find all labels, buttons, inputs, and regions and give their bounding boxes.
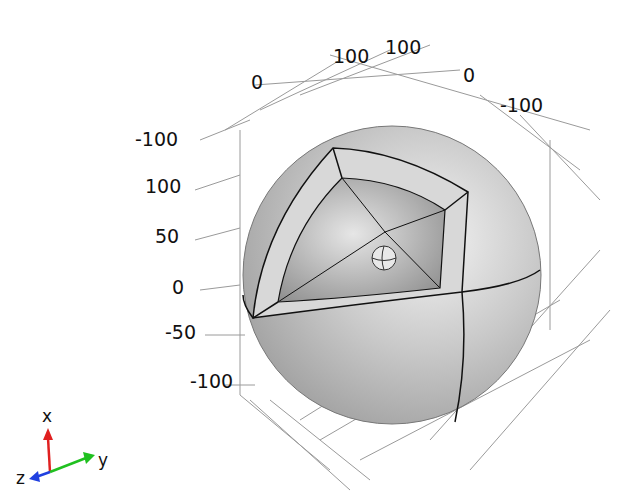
sphere-model xyxy=(243,126,541,424)
tick-label: 100 xyxy=(385,38,421,57)
grid-lines xyxy=(195,45,610,490)
axis-label: x xyxy=(42,408,52,425)
tick-label: -100 xyxy=(500,96,543,115)
axis-label: y xyxy=(98,452,108,469)
axis-triad xyxy=(29,428,95,482)
tick-label: 100 xyxy=(145,177,181,196)
tick-label: 0 xyxy=(251,73,263,92)
tick-label: 0 xyxy=(463,66,475,85)
tick-label: 50 xyxy=(155,227,179,246)
tick-label: -50 xyxy=(165,323,196,342)
tick-label: 100 xyxy=(333,47,369,66)
axis-label: z xyxy=(16,470,25,487)
tick-label: 0 xyxy=(172,278,184,297)
tick-label: -100 xyxy=(190,372,233,391)
tick-label: -100 xyxy=(135,130,178,149)
